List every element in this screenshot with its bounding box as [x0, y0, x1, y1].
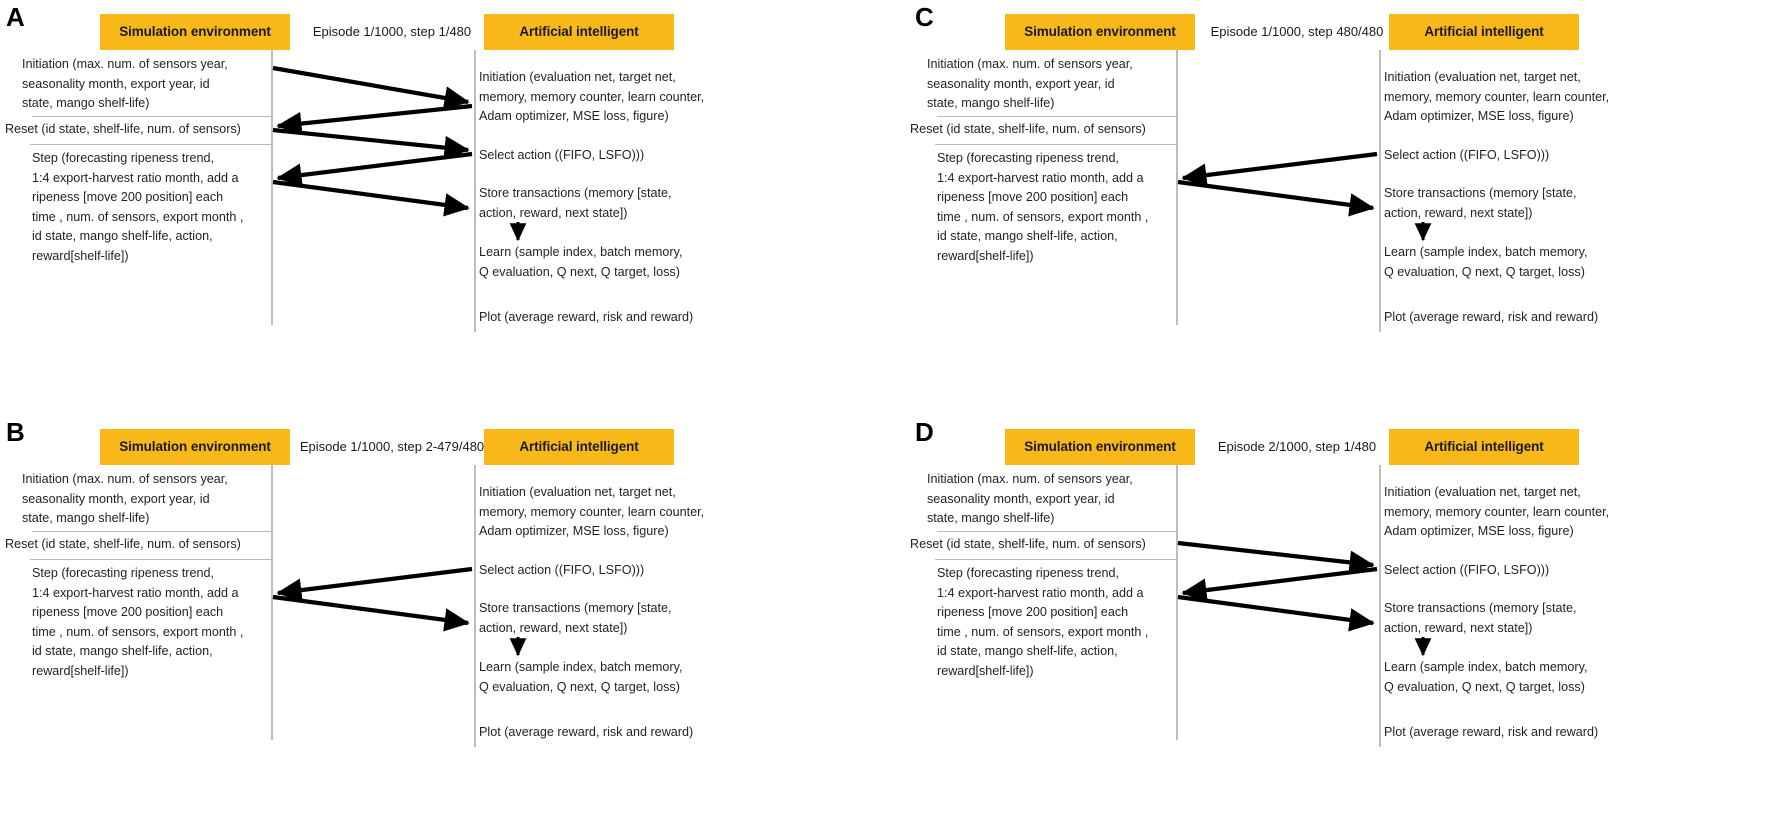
panel-a: A Simulation environment Episode 1/1000,… [0, 0, 810, 375]
panel-b-ai-learn: Learn (sample index, batch memory, Q eva… [479, 660, 683, 694]
panel-a-left-header: Simulation environment [100, 14, 290, 50]
panel-c: C Simulation environment Episode 1/1000,… [905, 0, 1715, 375]
panel-d: D Simulation environment Episode 2/1000,… [905, 415, 1715, 790]
panel-d-divider-1 [937, 531, 1177, 532]
panel-b: B Simulation environment Episode 1/1000,… [0, 415, 810, 790]
panel-d-ai-initiation: Initiation (evaluation net, target net, … [1384, 485, 1610, 538]
panel-b-env-step: Step (forecasting ripeness trend, 1:4 ex… [32, 566, 244, 678]
panel-d-ai-plot: Plot (average reward, risk and reward) [1384, 725, 1599, 739]
panel-c-ai-select-action: Select action ((FIFO, LSFO))) [1384, 148, 1550, 162]
panel-label-a: A [6, 2, 25, 32]
panel-c-ai-store-transactions: Store transactions (memory [state, actio… [1384, 186, 1577, 220]
panel-b-ai-initiation: Initiation (evaluation net, target net, … [479, 485, 705, 538]
panel-b-ai-store-transactions: Store transactions (memory [state, actio… [479, 601, 672, 635]
panel-a-divider-2 [30, 144, 272, 145]
panel-a-right-lifeline [474, 50, 476, 332]
panel-c-left-header: Simulation environment [1005, 14, 1195, 50]
panel-b-ai-select-action: Select action ((FIFO, LSFO))) [479, 563, 645, 577]
panel-d-env-reset: Reset (id state, shelf-life, num. of sen… [910, 537, 1146, 551]
panel-c-env-initiation: Initiation (max. num. of sensors year, s… [927, 57, 1133, 110]
panel-c-right-lifeline [1379, 50, 1381, 332]
panel-a-env-initiation: Initiation (max. num. of sensors year, s… [22, 57, 228, 110]
panel-c-env-step: Step (forecasting ripeness trend, 1:4 ex… [937, 151, 1149, 263]
panel-c-left-lifeline [1176, 50, 1178, 325]
panel-d-env-initiation: Initiation (max. num. of sensors year, s… [927, 472, 1133, 525]
panel-c-ai-plot: Plot (average reward, risk and reward) [1384, 310, 1599, 324]
panel-d-left-header: Simulation environment [1005, 429, 1195, 465]
panel-label-d: D [915, 417, 934, 447]
panel-d-ai-select-action: Select action ((FIFO, LSFO))) [1384, 563, 1550, 577]
panel-b-left-header: Simulation environment [100, 429, 290, 465]
panel-c-env-reset: Reset (id state, shelf-life, num. of sen… [910, 122, 1146, 136]
panel-d-ai-learn: Learn (sample index, batch memory, Q eva… [1384, 660, 1588, 694]
panel-a-left-lifeline [271, 50, 273, 325]
panel-c-right-header: Artificial intelligent [1389, 14, 1579, 50]
panel-d-right-lifeline [1379, 465, 1381, 747]
panel-b-right-header: Artificial intelligent [484, 429, 674, 465]
panel-a-ai-select-action: Select action ((FIFO, LSFO))) [479, 148, 645, 162]
panel-d-episode-label: Episode 2/1000, step 1/480 [1217, 439, 1377, 454]
panel-d-env-step: Step (forecasting ripeness trend, 1:4 ex… [937, 566, 1149, 678]
panel-b-divider-1 [32, 531, 272, 532]
panel-b-episode-label: Episode 1/1000, step 2-479/480 [299, 439, 485, 454]
panel-a-env-step: Step (forecasting ripeness trend, 1:4 ex… [32, 151, 244, 263]
panel-b-right-lifeline [474, 465, 476, 747]
panel-a-divider-1 [32, 116, 272, 117]
panel-a-ai-learn: Learn (sample index, batch memory, Q eva… [479, 245, 683, 279]
panel-a-ai-store-transactions: Store transactions (memory [state, actio… [479, 186, 672, 220]
panel-label-b: B [6, 417, 25, 447]
panel-c-episode-label: Episode 1/1000, step 480/480 [1210, 24, 1384, 39]
panel-d-divider-2 [935, 559, 1177, 560]
panel-b-left-lifeline [271, 465, 273, 740]
panel-b-divider-2 [30, 559, 272, 560]
panel-c-ai-initiation: Initiation (evaluation net, target net, … [1384, 70, 1610, 123]
panel-a-ai-plot: Plot (average reward, risk and reward) [479, 310, 694, 324]
panel-a-right-header: Artificial intelligent [484, 14, 674, 50]
panel-d-right-header: Artificial intelligent [1389, 429, 1579, 465]
panel-a-episode-label: Episode 1/1000, step 1/480 [312, 24, 472, 39]
panel-a-env-reset: Reset (id state, shelf-life, num. of sen… [5, 122, 241, 136]
panel-label-c: C [915, 2, 934, 32]
panel-b-ai-plot: Plot (average reward, risk and reward) [479, 725, 694, 739]
panel-c-ai-learn: Learn (sample index, batch memory, Q eva… [1384, 245, 1588, 279]
panel-c-divider-1 [937, 116, 1177, 117]
panel-b-env-reset: Reset (id state, shelf-life, num. of sen… [5, 537, 241, 551]
panel-a-ai-initiation: Initiation (evaluation net, target net, … [479, 70, 705, 123]
panel-b-env-initiation: Initiation (max. num. of sensors year, s… [22, 472, 228, 525]
panel-c-divider-2 [935, 144, 1177, 145]
panel-d-left-lifeline [1176, 465, 1178, 740]
panel-d-ai-store-transactions: Store transactions (memory [state, actio… [1384, 601, 1577, 635]
